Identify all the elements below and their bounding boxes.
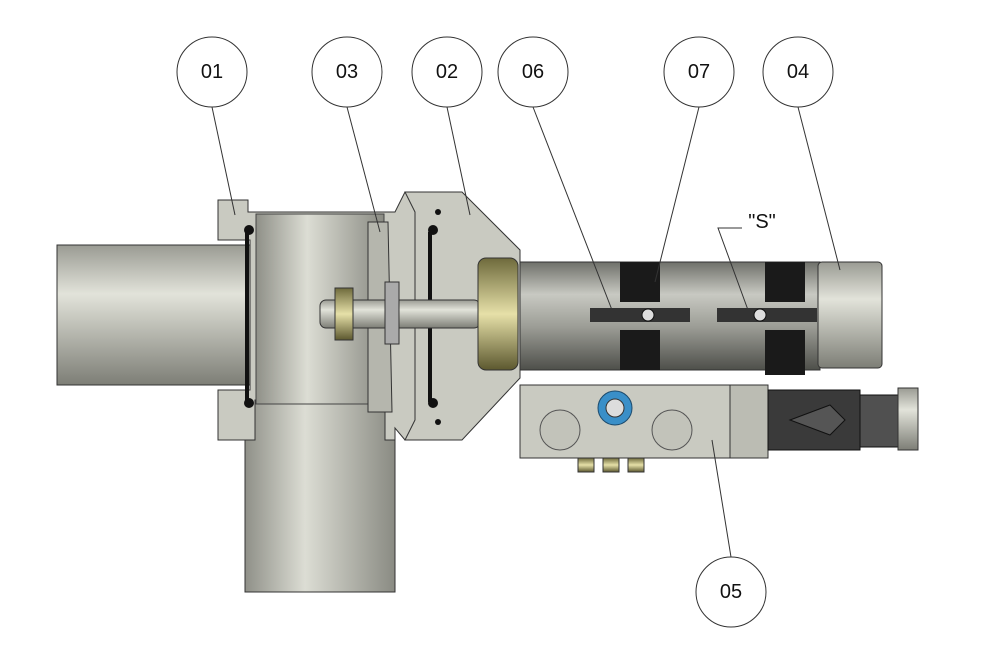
annotation-s: "S" xyxy=(748,211,776,233)
leader-lines xyxy=(211,106,841,558)
callout-03: 03 xyxy=(311,36,383,108)
pneumatic-fittings xyxy=(577,457,645,473)
svg-text:02: 02 xyxy=(436,61,458,83)
callout-02: 02 xyxy=(411,36,483,108)
svg-text:01: 01 xyxy=(201,61,223,83)
svg-text:04: 04 xyxy=(787,61,809,83)
svg-text:07: 07 xyxy=(688,61,710,83)
svg-text:05: 05 xyxy=(720,581,742,603)
stem-nut xyxy=(334,287,354,341)
callout-06: 06 xyxy=(497,36,569,108)
svg-text:06: 06 xyxy=(522,61,544,83)
svg-text:03: 03 xyxy=(336,61,358,83)
callout-01: 01 xyxy=(176,36,248,108)
locking-ring xyxy=(477,257,519,371)
callout-04: 04 xyxy=(762,36,834,108)
outlet-pipe xyxy=(244,394,396,593)
callout-05: 05 xyxy=(695,556,767,628)
callout-07: 07 xyxy=(663,36,735,108)
position-sensor-1 xyxy=(590,262,690,370)
end-cap xyxy=(817,261,883,369)
inlet-pipe xyxy=(56,244,253,386)
position-sensor-2 xyxy=(717,262,817,375)
